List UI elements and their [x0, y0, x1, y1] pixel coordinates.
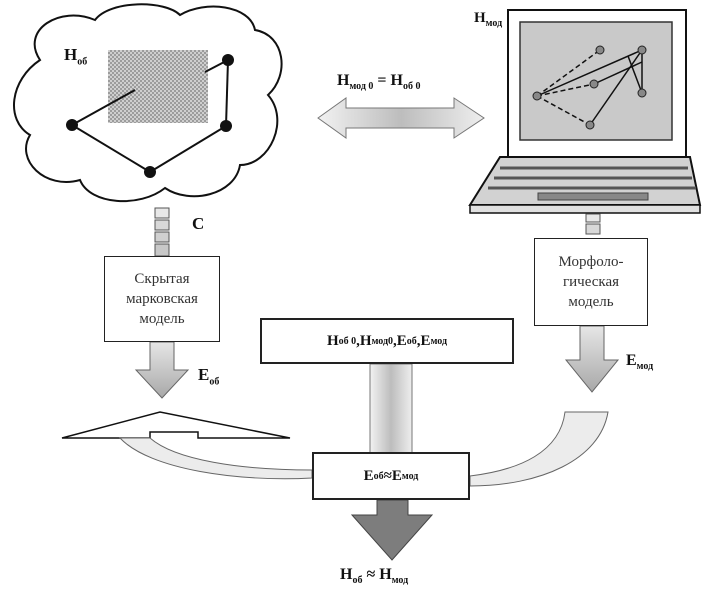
- laptop: [468, 9, 702, 214]
- model-graph: [536, 49, 643, 126]
- params-stem: [369, 363, 413, 455]
- left-down-arrow: [134, 341, 190, 399]
- c-label: C: [192, 214, 205, 233]
- right-curve: [469, 411, 609, 487]
- e-ob-label: Eоб: [198, 365, 220, 388]
- h-ob-label: Hоб: [64, 45, 88, 68]
- hidden-markov-model-box: Скрытая марковская модель: [104, 256, 220, 342]
- model-graph-nodes: [532, 45, 647, 130]
- hidden-markov-model-label: Скрытая марковская модель: [126, 270, 198, 328]
- left-curve: [118, 437, 313, 480]
- left-pointer: [61, 411, 291, 439]
- morphological-model-box: Морфоло- гическая модель: [534, 238, 648, 326]
- result-label: Hоб ≈ Hмод: [340, 566, 409, 587]
- object-graph-nodes: [66, 54, 234, 178]
- hatched-hidden-region: [108, 50, 208, 123]
- right-down-arrow: [564, 325, 620, 393]
- e-mod-label: Eмод: [626, 352, 654, 373]
- equation-top: Hмод 0 = Hоб 0: [337, 72, 421, 93]
- morphological-model-label: Морфоло- гическая модель: [558, 253, 624, 311]
- left-connector: [154, 207, 170, 257]
- right-connector: [585, 213, 601, 235]
- h-mod-label: Hмод: [470, 10, 507, 29]
- double-arrow: [317, 97, 485, 139]
- result-arrow: [350, 499, 434, 561]
